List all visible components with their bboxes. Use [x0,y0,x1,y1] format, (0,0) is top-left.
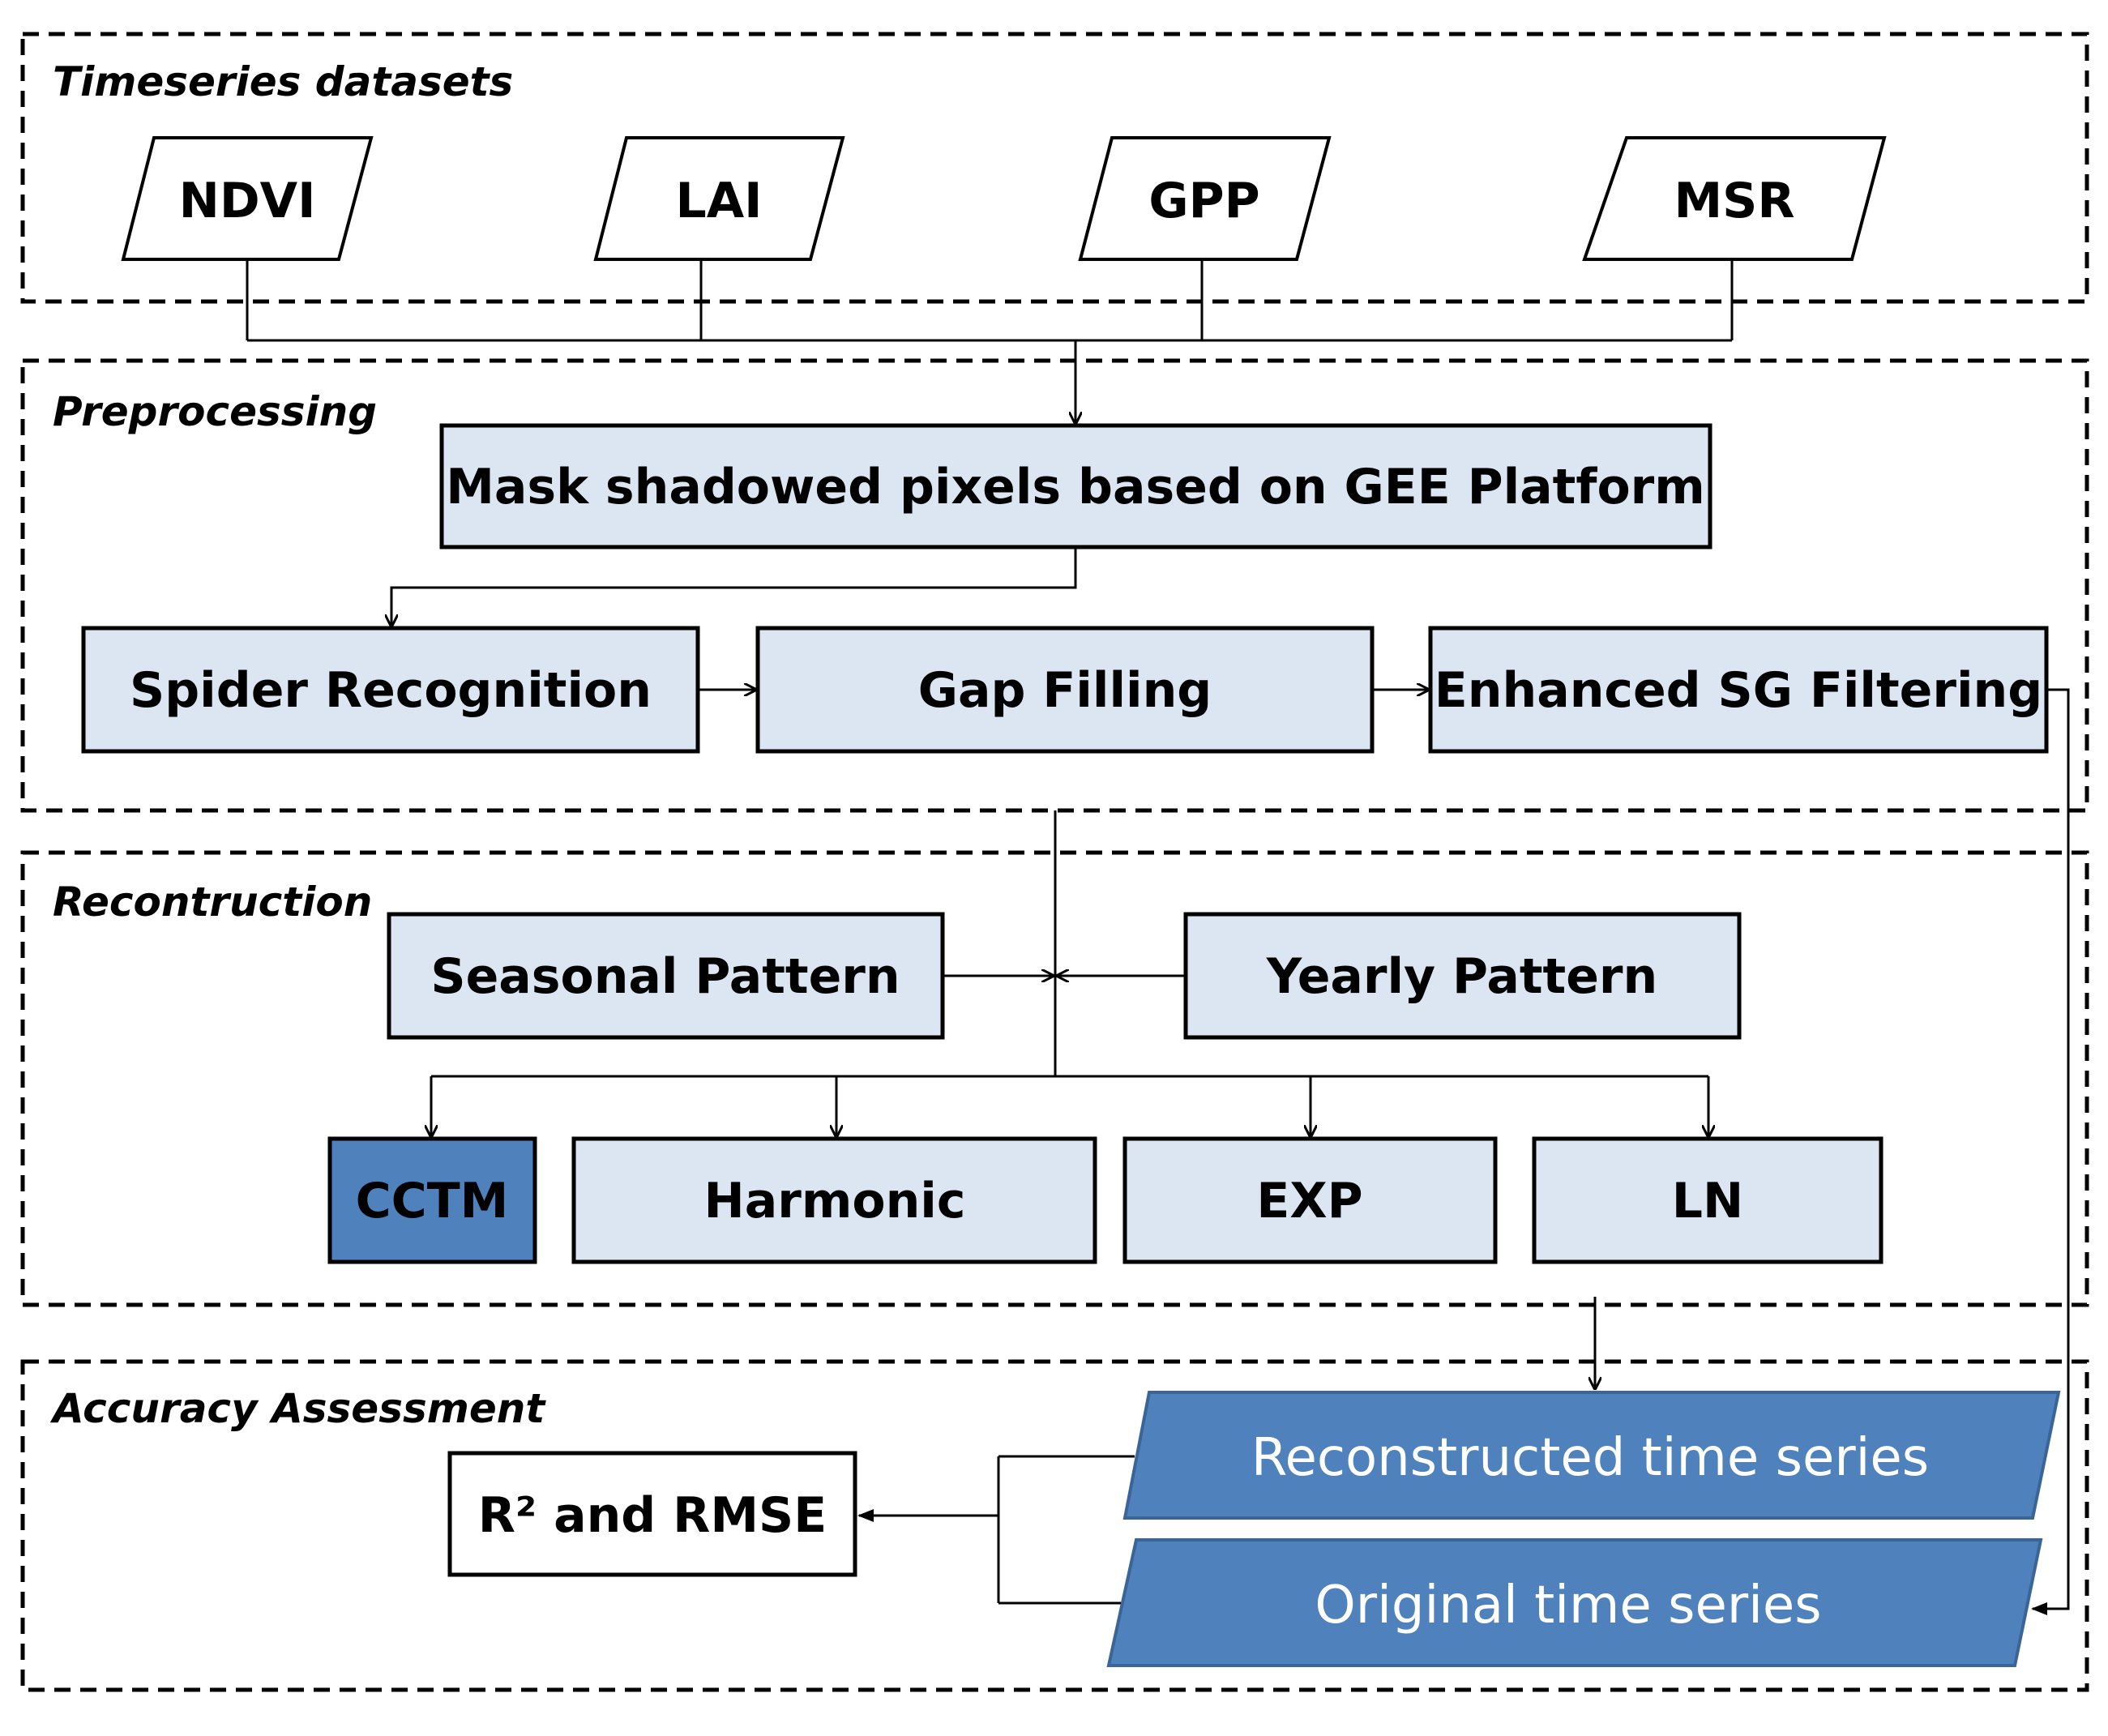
original-series: Original time series [1106,1538,2043,1667]
dataset-msr: MSR [1582,136,1887,261]
sg-to-original-connector [2031,688,2070,1615]
svg-text:Yearly Pattern: Yearly Pattern [1266,948,1658,1005]
reconstruction-connectors [431,810,1708,1136]
mask-box: Mask shadowed pixels based on GEE Platfo… [439,423,1712,549]
svg-text:Reconstructed time series: Reconstructed time series [1251,1428,1929,1488]
section-accuracy [20,1359,2089,1692]
model-ln: LN [1532,1136,1884,1264]
model-cctm: CCTM [327,1136,537,1264]
dataset-gpp: GPP [1078,136,1332,261]
model-harmonic: Harmonic [571,1136,1097,1264]
svg-text:Gap Filling: Gap Filling [918,662,1212,719]
svg-text:R² and RMSE: R² and RMSE [478,1487,827,1544]
svg-text:Mask shadowed pixels based on: Mask shadowed pixels based on GEE Platfo… [446,459,1705,515]
svg-text:MSR: MSR [1674,173,1794,229]
svg-text:GPP: GPP [1148,173,1259,229]
svg-text:EXP: EXP [1256,1173,1362,1229]
model-exp: EXP [1122,1136,1498,1264]
section-label-preprocessing: Preprocessing [53,388,377,435]
section-label-reconstruction: Recontruction [53,879,372,926]
dataset-lai: LAI [593,136,845,261]
metric-box: R² and RMSE [447,1451,857,1577]
svg-text:NDVI: NDVI [179,173,316,229]
gap-filling-box: Gap Filling [755,626,1375,754]
svg-text:Original time series: Original time series [1315,1576,1821,1636]
svg-text:Seasonal Pattern: Seasonal Pattern [430,948,900,1005]
section-preprocessing [20,358,2089,813]
seasonal-pattern-box: Seasonal Pattern [387,912,945,1040]
svg-text:CCTM: CCTM [356,1173,509,1229]
spider-recognition-box: Spider Recognition [81,626,700,754]
svg-text:Enhanced SG Filtering: Enhanced SG Filtering [1435,662,2042,719]
dataset-ndvi: NDVI [121,136,374,261]
section-label-accuracy: Accuracy Assessment [49,1385,546,1432]
section-reconstruction [20,850,2089,1307]
yearly-pattern-box: Yearly Pattern [1183,912,1742,1040]
svg-text:Harmonic: Harmonic [704,1173,966,1229]
reconstructed-series: Reconstructed time series [1122,1391,2061,1520]
series-to-metric-connector [857,1455,1135,1605]
sg-filtering-box: Enhanced SG Filtering [1428,626,2049,754]
svg-text:Spider Recognition: Spider Recognition [130,662,652,719]
mask-to-spider-connector [391,547,1077,626]
svg-text:LAI: LAI [676,173,763,229]
dataset-connectors [246,259,1734,423]
section-label-datasets: Timeseries datasets [53,58,513,105]
svg-text:LN: LN [1672,1173,1743,1229]
